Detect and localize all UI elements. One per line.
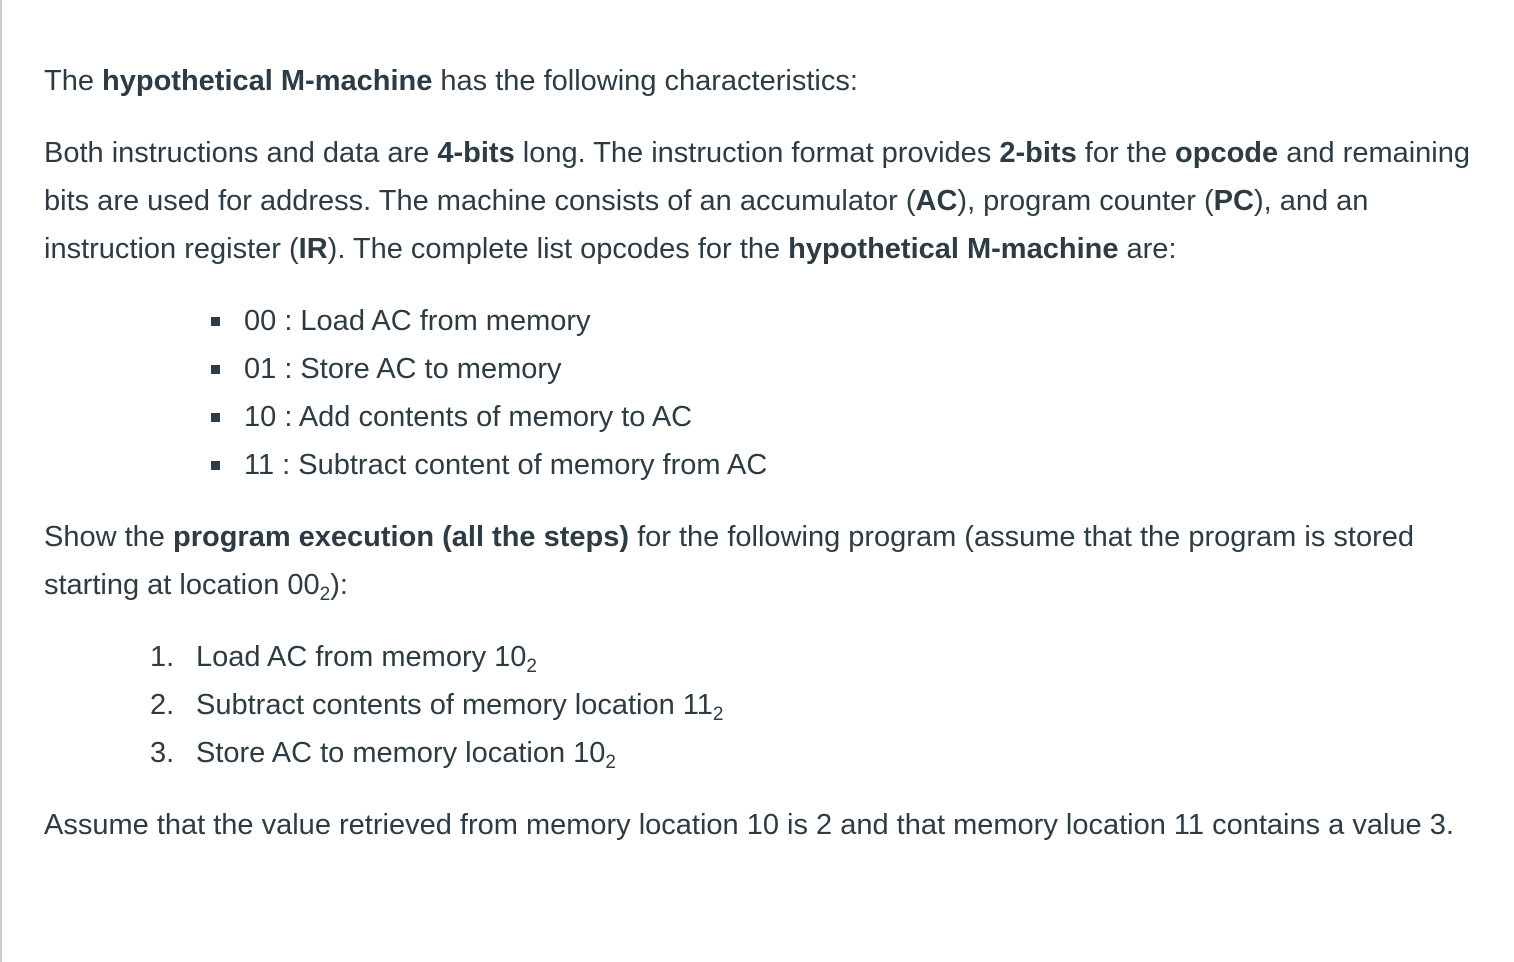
step-number: 3. — [150, 737, 175, 769]
square-bullet-icon — [211, 317, 220, 326]
step-subscript: 2 — [712, 704, 724, 725]
assumption-paragraph: Assume that the value retrieved from mem… — [44, 809, 1454, 841]
opcode-item: 00 : Load AC from memory — [204, 297, 1494, 345]
desc-text-8: are: — [1118, 233, 1177, 265]
task-paragraph: Show the program execution (all the step… — [44, 513, 1494, 609]
program-step: 3. Store AC to memory location 102 — [150, 729, 1494, 777]
desc-bold-2bits: 2-bits — [999, 137, 1077, 169]
desc-bold-4bits: 4-bits — [437, 137, 515, 169]
task-subscript: 2 — [319, 584, 331, 605]
program-list: 1.Load AC from memory 102 2.Subtract con… — [44, 633, 1494, 777]
step-text: Subtract contents of memory location 11 — [196, 689, 713, 721]
opcode-text: 10 : Add contents of memory to AC — [244, 401, 693, 433]
step-text: Store AC to memory location 10 — [196, 737, 606, 769]
step-text: Load AC from memory 10 — [196, 641, 527, 673]
square-bullet-icon — [211, 413, 220, 422]
intro-paragraph: The hypothetical M-machine has the follo… — [44, 57, 1494, 105]
desc-bold-ir: IR — [298, 233, 328, 265]
description-paragraph: Both instructions and data are 4-bits lo… — [44, 129, 1494, 273]
desc-text-2: long. The instruction format provides — [514, 137, 1000, 169]
desc-text-5: ), program counter ( — [957, 185, 1214, 217]
task-text-1: Show the — [44, 521, 173, 553]
question-content: The hypothetical M-machine has the follo… — [44, 57, 1494, 849]
opcode-text: 11 : Subtract content of memory from AC — [244, 449, 768, 481]
program-step: 2. Subtract contents of memory location 1… — [150, 681, 1494, 729]
step-number: 2. — [150, 689, 175, 721]
step-subscript: 2 — [526, 656, 537, 677]
opcode-text: 00 : Load AC from memory — [244, 305, 591, 337]
desc-text-6: ), and an instruction register ( — [44, 185, 1369, 265]
desc-text-4: and remaining bits are used for address.… — [44, 137, 1470, 217]
intro-bold-machine: hypothetical M-machine — [102, 65, 433, 97]
opcode-list: 00 : Load AC from memory 01 : Store AC t… — [44, 297, 1494, 489]
intro-text-2: has the following characteristics: — [432, 65, 858, 97]
intro-text-1: The — [44, 65, 103, 97]
task-text-3: ): — [330, 569, 348, 601]
desc-text-3: for the — [1076, 137, 1176, 169]
task-text-2: for the following program (assume that t… — [44, 521, 1414, 601]
opcode-text: 01 : Store AC to memory — [244, 353, 562, 385]
desc-bold-ac: AC — [915, 185, 958, 217]
desc-text-7: ). The complete list opcodes for the — [327, 233, 789, 265]
opcode-item: 10 : Add contents of memory to AC — [204, 393, 1494, 441]
square-bullet-icon — [211, 461, 220, 470]
task-bold-execution: program execution (all the steps) — [172, 521, 630, 553]
square-bullet-icon — [211, 365, 220, 374]
desc-bold-machine: hypothetical M-machine — [788, 233, 1119, 265]
program-step: 1. Load AC from memory 102 — [150, 633, 1494, 681]
desc-bold-opcode: opcode — [1175, 137, 1279, 169]
desc-bold-pc: PC — [1213, 185, 1254, 217]
step-number: 1. — [150, 641, 175, 673]
opcode-item: 01 : Store AC to memory — [204, 345, 1494, 393]
desc-text-1: Both instructions and data are — [44, 137, 438, 169]
step-subscript: 2 — [605, 752, 616, 773]
opcode-item: 11 : Subtract content of memory from AC — [204, 441, 1494, 489]
